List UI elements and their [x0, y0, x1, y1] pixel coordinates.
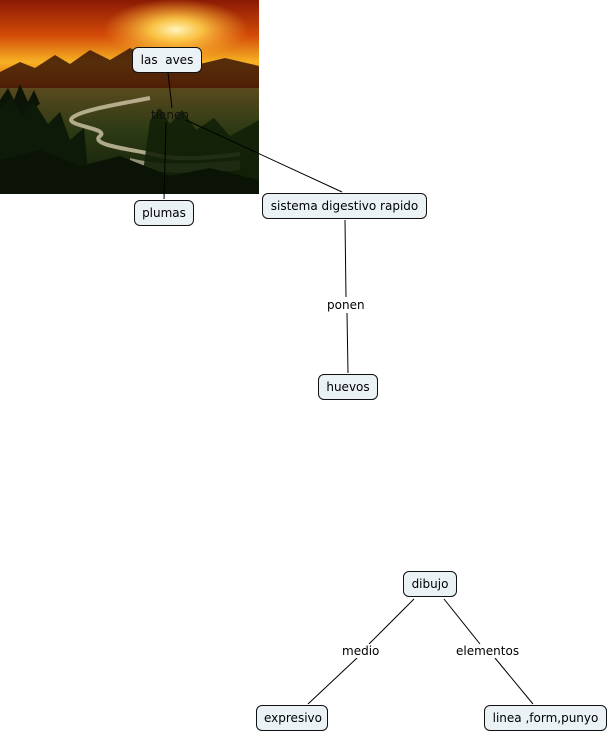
connector-sistema-ponen: [344, 219, 347, 298]
concept-linea-form-punyo[interactable]: linea ,form,punyo: [484, 705, 607, 731]
concept-expresivo[interactable]: expresivo: [256, 705, 328, 731]
connector-dibujo-elementos: [443, 598, 481, 645]
concept-plumas[interactable]: plumas: [134, 200, 194, 226]
connector-ponen-huevos: [346, 312, 349, 374]
concept-sistema-digestivo-rapido[interactable]: sistema digestivo rapido: [262, 193, 427, 219]
connector-dibujo-medio: [368, 598, 415, 645]
link-label-tienen: tienen: [151, 108, 190, 122]
concept-huevos[interactable]: huevos: [318, 374, 378, 400]
link-label-ponen: ponen: [325, 298, 367, 312]
link-label-medio: medio: [340, 644, 382, 658]
connector-tienen-plumas: [163, 121, 167, 200]
connector-tienen-sistema: [185, 119, 343, 193]
connector-elementos-linea: [494, 657, 534, 705]
sunset-landscape-image: [0, 0, 259, 194]
concept-las-aves[interactable]: las aves: [132, 47, 202, 73]
connector-medio-expresivo: [307, 657, 358, 705]
connector-las-aves-tienen: [167, 72, 173, 109]
link-label-elementos: elementos: [454, 644, 522, 658]
concept-dibujo[interactable]: dibujo: [403, 571, 457, 597]
